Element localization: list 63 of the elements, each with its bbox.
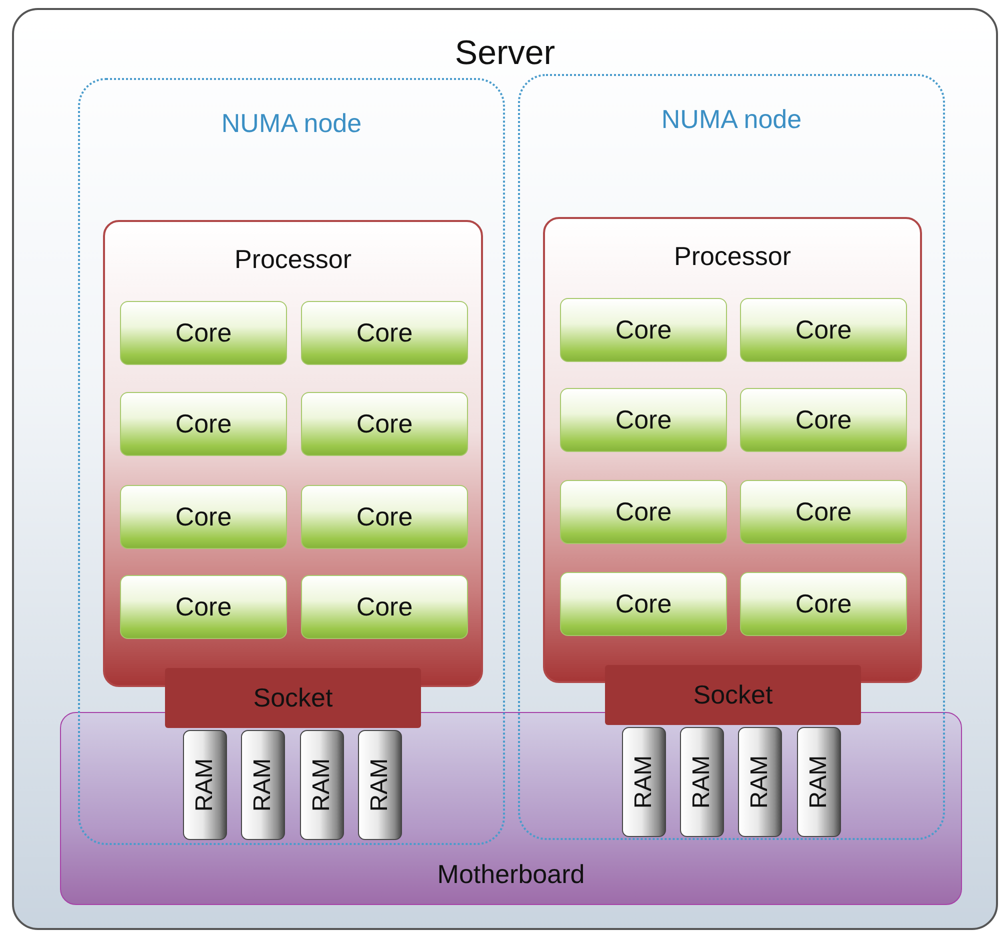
ram-module	[680, 727, 724, 837]
core-label: Core	[795, 404, 852, 436]
core-block	[740, 298, 907, 362]
ram-module	[300, 730, 344, 840]
core-label: Core	[795, 496, 852, 528]
ram-label: RAM	[688, 755, 716, 809]
core-block	[120, 392, 287, 456]
server-label: Server	[454, 34, 556, 73]
core-label: Core	[175, 502, 232, 532]
server-frame	[12, 8, 998, 930]
processor-block	[103, 220, 483, 687]
ram-module	[738, 727, 782, 837]
ram-label: RAM	[191, 758, 219, 812]
ram-label: RAM	[805, 755, 833, 809]
core-label: Core	[356, 592, 413, 622]
core-label: Core	[356, 502, 413, 532]
processor-block	[543, 217, 922, 683]
core-label: Core	[175, 592, 232, 622]
ram-module	[797, 727, 841, 837]
core-block	[120, 485, 287, 549]
core-label: Core	[175, 318, 232, 348]
core-block	[740, 572, 907, 636]
ram-module	[622, 727, 666, 837]
core-block	[740, 388, 907, 452]
numa-node-region	[518, 74, 945, 840]
ram-label: RAM	[308, 758, 336, 812]
ram-module	[358, 730, 402, 840]
core-label: Core	[356, 408, 413, 440]
core-label: Core	[356, 318, 413, 348]
socket-label: Socket	[253, 682, 333, 714]
socket-block	[605, 665, 861, 725]
numa-node-label: NUMA node	[661, 104, 802, 135]
socket-label: Socket	[693, 680, 773, 710]
ram-label: RAM	[249, 758, 277, 812]
processor-label: Processor	[674, 241, 792, 272]
socket-block	[165, 668, 421, 728]
core-block	[301, 392, 468, 456]
core-label: Core	[615, 496, 672, 528]
ram-module	[241, 730, 285, 840]
core-block	[560, 480, 727, 544]
core-block	[560, 388, 727, 452]
core-label: Core	[175, 408, 232, 440]
core-block	[120, 575, 287, 639]
ram-module	[183, 730, 227, 840]
ram-label: RAM	[746, 755, 774, 809]
core-label: Core	[795, 314, 852, 346]
core-block	[120, 301, 287, 365]
ram-label: RAM	[366, 758, 394, 812]
ram-label: RAM	[630, 755, 658, 809]
core-block	[301, 575, 468, 639]
core-label: Core	[615, 404, 672, 436]
core-block	[740, 480, 907, 544]
numa-node-region	[78, 78, 505, 845]
processor-label: Processor	[234, 244, 352, 275]
core-label: Core	[615, 314, 672, 346]
core-block	[560, 572, 727, 636]
motherboard-label: Motherboard	[437, 859, 585, 890]
core-label: Core	[795, 588, 852, 620]
numa-node-label: NUMA node	[221, 108, 362, 139]
core-block	[560, 298, 727, 362]
core-label: Core	[615, 588, 672, 620]
core-block	[301, 301, 468, 365]
core-block	[301, 485, 468, 549]
